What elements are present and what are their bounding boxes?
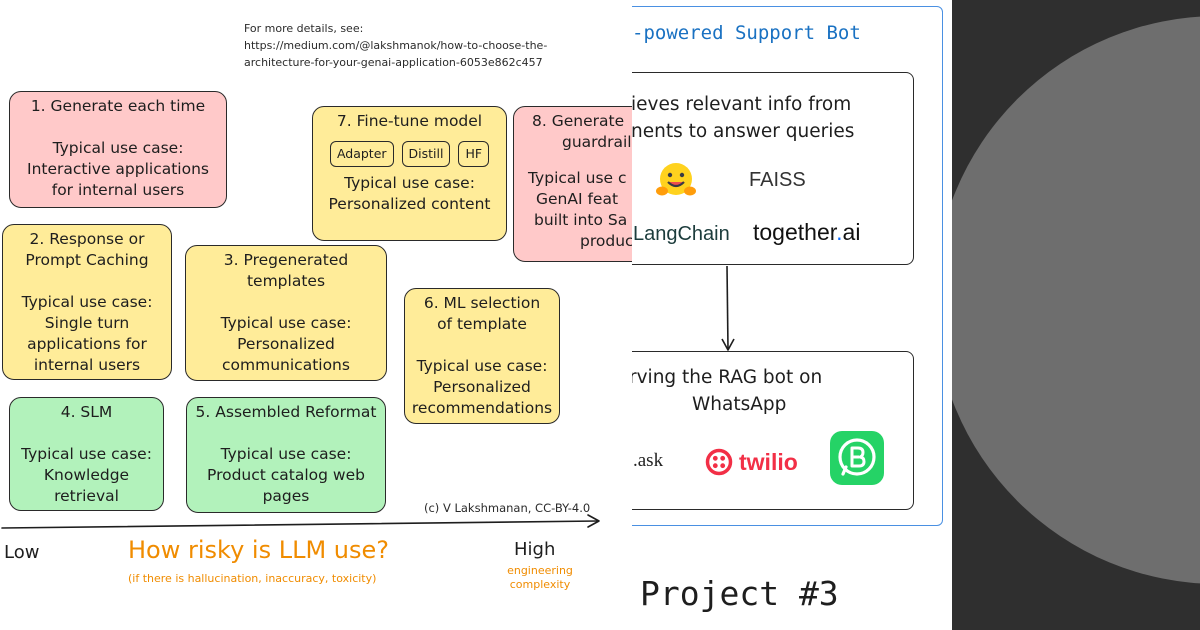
twilio-logo: twilio — [705, 448, 798, 476]
box-title: 5. Assembled Reformat — [195, 403, 377, 421]
box-title: 8. Generate guardrail — [532, 112, 632, 151]
project-title: -powered Support Bot — [632, 22, 861, 44]
hugging-face-icon — [656, 163, 696, 196]
project-number: Project #3 — [640, 574, 839, 613]
details-note: For more details, see: https://medium.co… — [244, 20, 547, 71]
serving-description: rving the RAG bot on WhatsApp — [632, 367, 823, 415]
langchain-logo: LangChain — [633, 223, 730, 245]
box-title: 3. Pregenerated templates — [223, 251, 349, 290]
retrieval-description: ieves relevant info from nents to answer… — [632, 94, 855, 142]
copyright-credit: (c) V Lakshmanan, CC-BY-4.0 — [424, 501, 591, 515]
chip-hf: HF — [458, 141, 490, 167]
box-use-case: Typical use case: Single turn applicatio… — [21, 293, 153, 374]
box-use-case: Typical use case: Personalized communica… — [220, 314, 352, 374]
axis-title: How risky is LLM use? — [128, 536, 389, 564]
box-title: 2. Response or Prompt Caching — [25, 230, 149, 269]
box-ml-selection-template: 6. ML selection of template Typical use … — [404, 288, 560, 424]
box-generate-each-time: 1. Generate each time Typical use case: … — [9, 91, 227, 208]
chip-adapter: Adapter — [329, 141, 394, 167]
together-ai-logo: together.ai — [753, 219, 861, 245]
axis-subtitle: (if there is hallucination, inaccuracy, … — [128, 572, 377, 585]
risk-axis-arrow — [1, 514, 600, 529]
box-title: 6. ML selection of template — [423, 294, 541, 333]
box-fine-tune-model: 7. Fine-tune model Adapter Distill HF Ty… — [312, 106, 507, 241]
box-use-case: Typical use case: Product catalog web pa… — [207, 445, 365, 505]
box-response-caching: 2. Response or Prompt Caching Typical us… — [2, 224, 172, 380]
box-slm: 4. SLM Typical use case: Knowledge retri… — [9, 397, 164, 511]
flow-arrow — [721, 265, 735, 351]
box-pregenerated-templates: 3. Pregenerated templates Typical use ca… — [185, 245, 387, 381]
serving-card: rving the RAG bot on WhatsApp .ask twili… — [632, 351, 914, 510]
axis-low-label: Low — [4, 542, 40, 563]
dark-side-panel — [952, 0, 1200, 630]
box-use-case: Typical use case: Personalized recommend… — [411, 357, 553, 417]
axis-high-label: High — [514, 539, 556, 560]
decorative-circle — [952, 16, 1200, 584]
retrieval-card: ieves relevant info from nents to answer… — [632, 72, 914, 265]
twilio-icon — [705, 448, 733, 476]
box-use-case: Typical use case: Knowledge retrieval — [21, 445, 152, 505]
architecture-diagram: For more details, see: https://medium.co… — [1, 20, 632, 591]
box-generate-guardrails: 8. Generate guardrail Typical use c GenA… — [513, 106, 632, 262]
faiss-logo: FAISS — [749, 169, 806, 191]
box-assembled-reformat: 5. Assembled Reformat Typical use case: … — [186, 397, 386, 513]
box-title: 7. Fine-tune model — [336, 112, 483, 130]
fine-tune-options: Adapter Distill HF — [313, 141, 506, 167]
note-line: For more details, see: — [244, 22, 364, 35]
axis-high-sublabel: engineering complexity — [507, 564, 573, 591]
note-link-line[interactable]: architecture-for-your-genai-application-… — [244, 56, 543, 69]
box-title: 4. SLM — [60, 403, 113, 421]
box-title: 1. Generate each time — [30, 97, 206, 115]
note-link-line[interactable]: https://medium.com/@lakshmanok/how-to-ch… — [244, 39, 548, 52]
box-use-case: Typical use case: Personalized content — [328, 174, 491, 213]
whatsapp-business-icon — [830, 431, 884, 485]
box-use-case: Typical use c GenAI feat built into Sa p… — [528, 169, 632, 250]
project-panel: -powered Support Bot ieves relevant info… — [632, 0, 952, 630]
box-use-case: Typical use case: Interactive applicatio… — [27, 139, 209, 199]
project-frame — [632, 6, 943, 526]
flask-logo: .ask — [633, 450, 664, 471]
chip-distill: Distill — [401, 141, 451, 167]
